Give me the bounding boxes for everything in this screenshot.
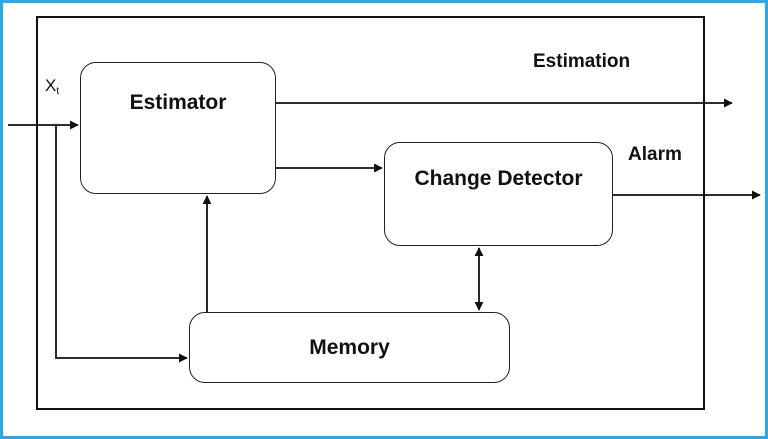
input-to-memory-arrow [55, 125, 188, 363]
estimator-block: Estimator [80, 62, 276, 194]
memory-label: Memory [309, 335, 390, 359]
input-signal-base: X [45, 76, 57, 95]
memory-block: Memory [189, 312, 510, 383]
estimator-label: Estimator [129, 91, 227, 114]
input-signal-label: Xt [45, 76, 59, 97]
estimation-output-label: Estimation [533, 51, 631, 72]
alarm-output-label: Alarm [628, 144, 682, 165]
change-detector-label: Change Detector [414, 167, 583, 190]
input-signal-subscript: t [56, 86, 60, 97]
change-detector-block: Change Detector [384, 142, 613, 246]
